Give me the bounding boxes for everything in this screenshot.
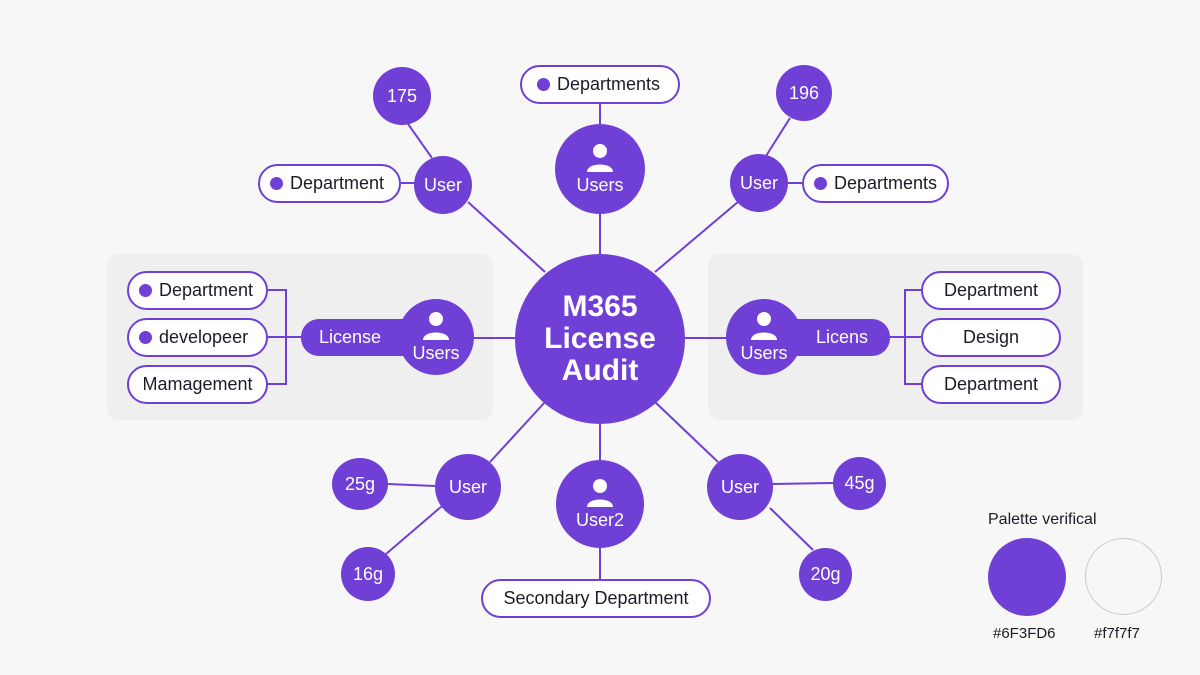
right-item-department[interactable]: Department [921,271,1061,310]
node-label: Users [576,175,624,195]
palette-title: Palette verifical [988,511,1097,528]
right-item-design[interactable]: Design [921,318,1061,357]
right-item-department-2[interactable]: Department [921,365,1061,404]
number-label: 25g [344,473,376,494]
pill-label: Secondary Department [503,588,689,608]
bullet-dot-icon [139,284,152,297]
number-label: 45g [844,473,875,493]
center-node[interactable]: M365 License Audit [515,254,685,424]
bottom-right-user-node[interactable]: User [707,454,773,520]
top-right-departments-pill[interactable]: Departments [802,164,949,203]
bullet-dot-icon [814,177,827,190]
top-right-user-node[interactable]: User [730,154,788,212]
center-title-line2: License [544,322,656,355]
center-title-line1: M365 [562,290,638,323]
number-label: 16g [352,563,384,584]
node-label: User [739,173,778,193]
palette-swatch-purple [988,538,1066,616]
pill-label: Department [290,173,385,193]
bottom-left-number-node-1[interactable]: 25g [332,458,388,510]
top-right-number-node[interactable]: 196 [776,65,832,121]
pill-label: Departments [557,74,661,94]
bar-label: Licens [816,327,869,347]
left-item-mamagement[interactable]: Mamagement [127,365,268,404]
number-label: 196 [788,82,820,103]
top-departments-pill[interactable]: Departments [520,65,680,104]
left-item-developeer[interactable]: developeer [127,318,268,357]
node-label: User2 [575,510,624,530]
item-label: developeer [159,327,249,347]
bullet-dot-icon [537,78,550,91]
top-left-number-node[interactable]: 175 [373,67,431,125]
bottom-right-number-node-1[interactable]: 45g [833,457,886,510]
item-label: Design [962,327,1020,347]
item-label: Department [943,374,1039,394]
bar-label: License [319,327,382,347]
spoke-top-left [467,201,546,273]
center-title-line3: Audit [561,354,639,387]
node-label: User [423,175,462,195]
left-users-node[interactable]: Users [398,299,474,375]
bullet-dot-icon [270,177,283,190]
top-left-user-node[interactable]: User [414,156,472,214]
left-item-department[interactable]: Department [127,271,268,310]
palette-hex-purple: #6F3FD6 [993,625,1056,642]
node-label: User [720,477,759,497]
person-icon [587,144,613,172]
node-label: Users [740,343,788,363]
top-users-node[interactable]: Users [555,124,645,214]
palette-swatch-light [1085,538,1162,615]
bottom-left-user-node[interactable]: User [435,454,501,520]
person-icon [751,312,777,340]
node-label: Users [412,343,460,363]
person-icon [587,479,613,507]
bottom-secondary-department-pill[interactable]: Secondary Department [481,579,711,618]
spoke-top-right [654,195,746,273]
item-label: Mamagement [142,374,253,394]
number-label: 175 [386,85,418,106]
bullet-dot-icon [139,331,152,344]
item-label: Department [159,280,254,300]
item-label: Department [943,280,1039,300]
top-left-department-pill[interactable]: Department [258,164,401,203]
spoke-bottom-left [489,401,546,463]
bottom-left-number-node-2[interactable]: 16g [341,547,395,601]
palette-hex-light: #f7f7f7 [1094,625,1140,642]
pill-label: Departments [834,173,938,193]
node-label: User [448,477,487,497]
number-label: 20g [810,564,841,584]
spoke-bottom-right [654,401,719,463]
right-users-node[interactable]: Users [726,299,802,375]
person-icon [423,312,449,340]
bottom-right-number-node-2[interactable]: 20g [799,548,852,601]
bottom-user2-node[interactable]: User2 [556,460,644,548]
